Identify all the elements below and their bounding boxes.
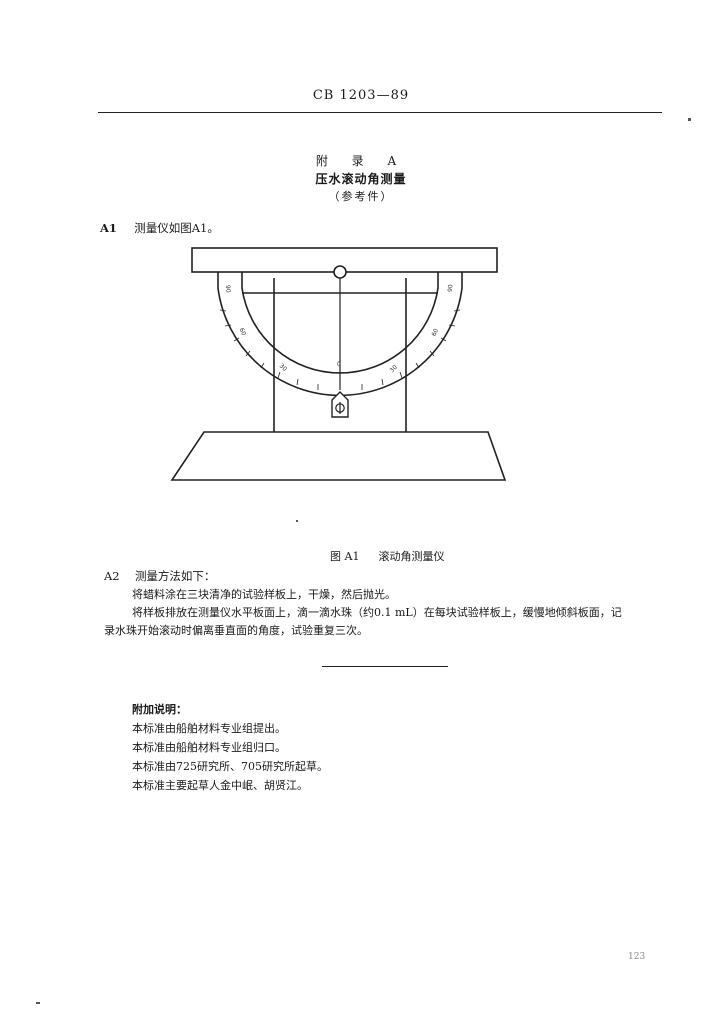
tick-label-left-30: 30 (278, 362, 288, 372)
appendix-title: 附 录 A (315, 154, 407, 168)
header-rule (98, 112, 662, 113)
additional-line: 本标准由船舶材料专业组归口。 (132, 741, 286, 754)
appendix-subtitle: 压水滚动角测量 (315, 172, 407, 186)
section-a1: A1 测量仪如图A1。 (100, 220, 219, 236)
appendix-note: （参考件） (328, 190, 394, 203)
section-a2-label: A2 (104, 569, 120, 583)
section-a1-label: A1 (100, 221, 117, 235)
plumb-bob (331, 391, 349, 418)
section-a2-step2: 将样板排放在测量仪水平板面上，滴一滴水珠（约0.1 mL）在每块试验样板上，缓慢… (132, 606, 622, 619)
section-a1-text: 测量仪如图A1。 (134, 221, 219, 235)
protractor-ticks (219, 309, 461, 390)
section-a2-step2-cont: 录水珠开始滚动时偏离垂直面的角度，试验重复三次。 (104, 624, 368, 637)
additional-line: 本标准主要起草人金中岷、胡贤江。 (132, 779, 308, 792)
section-a2-step1: 将蜡料涂在三块清净的试验样板上，干燥，然后抛光。 (132, 588, 396, 601)
scan-speck (296, 520, 298, 522)
base-block (170, 431, 507, 481)
end-rule (322, 666, 448, 667)
tick-label-left-90: 90 (224, 285, 232, 293)
additional-line: 本标准由725研究所、705研究所起草。 (132, 760, 328, 773)
additional-notes: 附加说明： 本标准由船舶材料专业组提出。 本标准由船舶材料专业组归口。 本标准由… (132, 700, 328, 795)
section-a2-text: 测量方法如下： (134, 569, 216, 583)
document-code-header: CB 1203—89 (312, 88, 410, 103)
additional-title: 附加说明： (132, 703, 187, 716)
figure-caption-text: 滚动角测量仪 (378, 550, 445, 563)
tick-label-left-60: 60 (238, 327, 248, 337)
rolling-angle-instrument-figure: 0 30 60 90 30 60 90 (170, 247, 507, 481)
section-a2: A2 测量方法如下： (104, 568, 215, 584)
figure-caption-label: 图 A1 (330, 550, 360, 563)
scan-speck (688, 118, 691, 121)
page-number: 123 (628, 952, 646, 962)
tick-label-right-30: 30 (388, 364, 398, 374)
tick-label-0: 0 (337, 361, 341, 368)
scan-speck (36, 1002, 40, 1004)
figure-caption: 图 A1 滚动角测量仪 (330, 548, 444, 564)
additional-line: 本标准由船舶材料专业组提出。 (132, 722, 286, 735)
tick-label-right-60: 60 (430, 327, 440, 337)
pivot-circle (333, 265, 347, 279)
tick-label-right-90: 90 (447, 284, 455, 292)
